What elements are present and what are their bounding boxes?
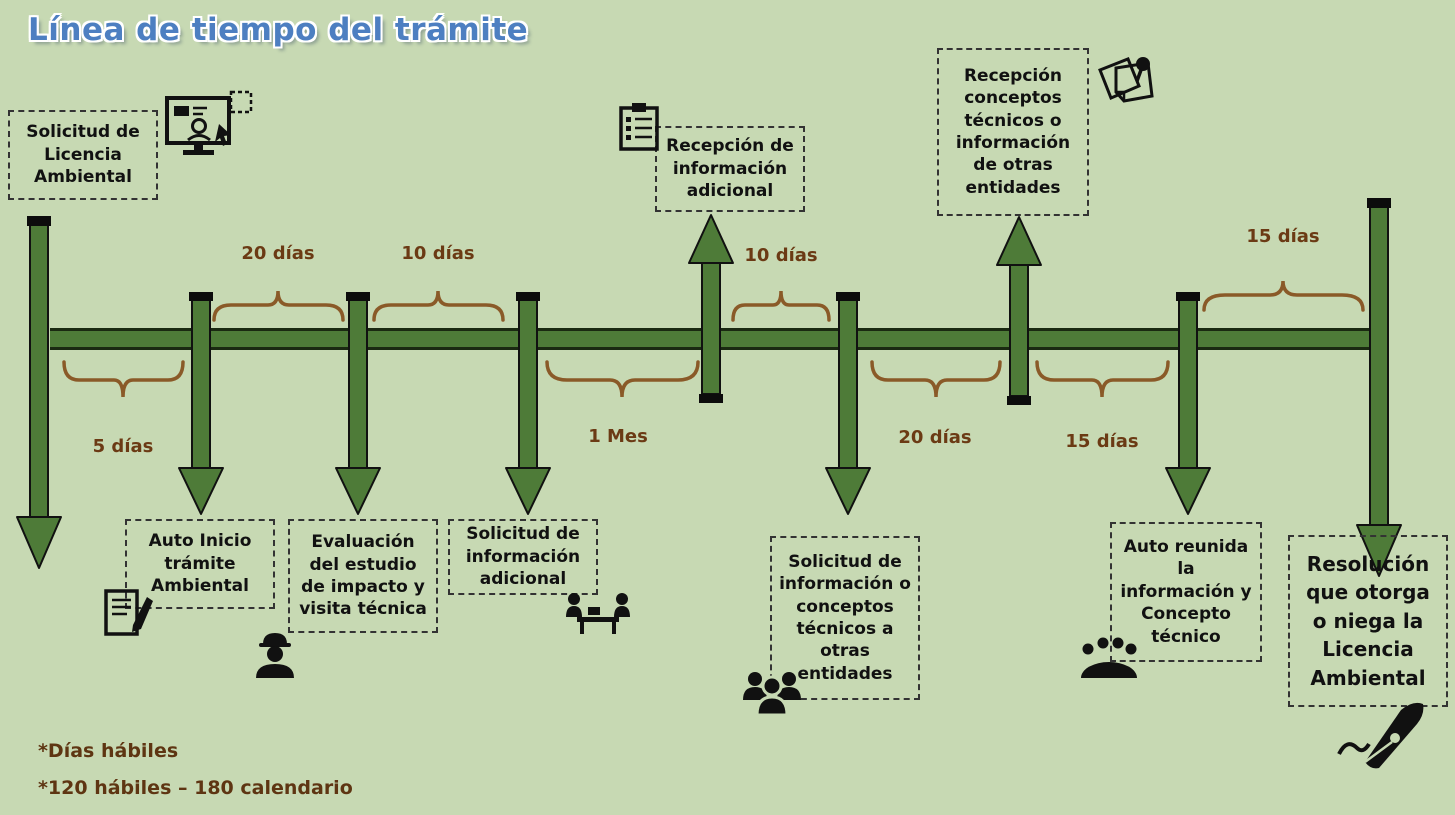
- worker-helmet-icon: [256, 633, 294, 678]
- event-box-auto-inicio: Auto Inicio trámite Ambiental: [125, 519, 275, 609]
- duration-15-dias-2: 15 días: [1246, 226, 1320, 247]
- duration-10-dias-2: 10 días: [744, 245, 818, 266]
- duration-20-dias: 20 días: [241, 243, 315, 264]
- round-table-icon: [1081, 637, 1137, 678]
- event-box-recepcion-conceptos: Recepción conceptos técnicos o informaci…: [937, 48, 1089, 216]
- event-box-evaluacion: Evaluación del estudio de impacto y visi…: [288, 519, 438, 633]
- duration-15-dias: 15 días: [1065, 431, 1139, 452]
- duration-1-mes: 1 Mes: [588, 426, 648, 447]
- brace-5-dias-bottom: [62, 360, 185, 398]
- duration-10-dias: 10 días: [401, 243, 475, 264]
- brace-15-dias-bottom: [1035, 360, 1170, 398]
- arrow-recepcion-conceptos: [996, 216, 1042, 405]
- brace-15-dias-top: [1202, 280, 1365, 312]
- event-box-solicitud-conceptos: Solicitud de información o conceptos téc…: [770, 536, 920, 700]
- footnote-dias-habiles: *Días hábiles: [38, 740, 179, 762]
- arrow-auto-inicio: [178, 292, 224, 515]
- arrow-recepcion-info: [688, 214, 734, 403]
- arrow-solicitud-info: [505, 292, 551, 515]
- brace-20-dias-top: [212, 290, 345, 322]
- pinned-notes-icon: [1098, 57, 1154, 103]
- footnote-120-habiles: *120 hábiles – 180 calendario: [38, 777, 353, 799]
- people-group-icon: [743, 672, 801, 716]
- event-box-solicitud-licencia: Solicitud de Licencia Ambiental: [8, 110, 158, 200]
- event-box-auto-reunida: Auto reunida la información y Concepto t…: [1110, 522, 1262, 662]
- page-title: Línea de tiempo del trámite: [28, 12, 529, 48]
- brace-1-mes-bottom: [545, 360, 700, 398]
- brace-10-dias-top: [372, 290, 505, 322]
- document-pencil-icon: [104, 589, 153, 636]
- duration-20-dias-2: 20 días: [898, 427, 972, 448]
- duration-5-dias: 5 días: [92, 436, 154, 457]
- arrow-auto-reunida: [1165, 292, 1211, 515]
- brace-10-dias-top-2: [731, 290, 831, 322]
- pen-nib-icon: [1337, 702, 1424, 769]
- event-box-recepcion-info: Recepción de información adicional: [655, 126, 805, 212]
- meeting-people-icon: [566, 593, 630, 634]
- clipboard-checklist-icon: [619, 103, 659, 151]
- event-box-resolucion: Resolución que otorga o niega la Licenci…: [1288, 535, 1448, 707]
- arrow-evaluacion: [335, 292, 381, 515]
- arrow-solicitud-conceptos: [825, 292, 871, 515]
- brace-20-dias-bottom: [870, 360, 1002, 398]
- arrow-resolucion: [1356, 198, 1402, 577]
- arrow-solicitud-licencia: [16, 216, 62, 569]
- event-box-solicitud-info: Solicitud de información adicional: [448, 519, 598, 595]
- computer-registration-icon: [165, 90, 253, 155]
